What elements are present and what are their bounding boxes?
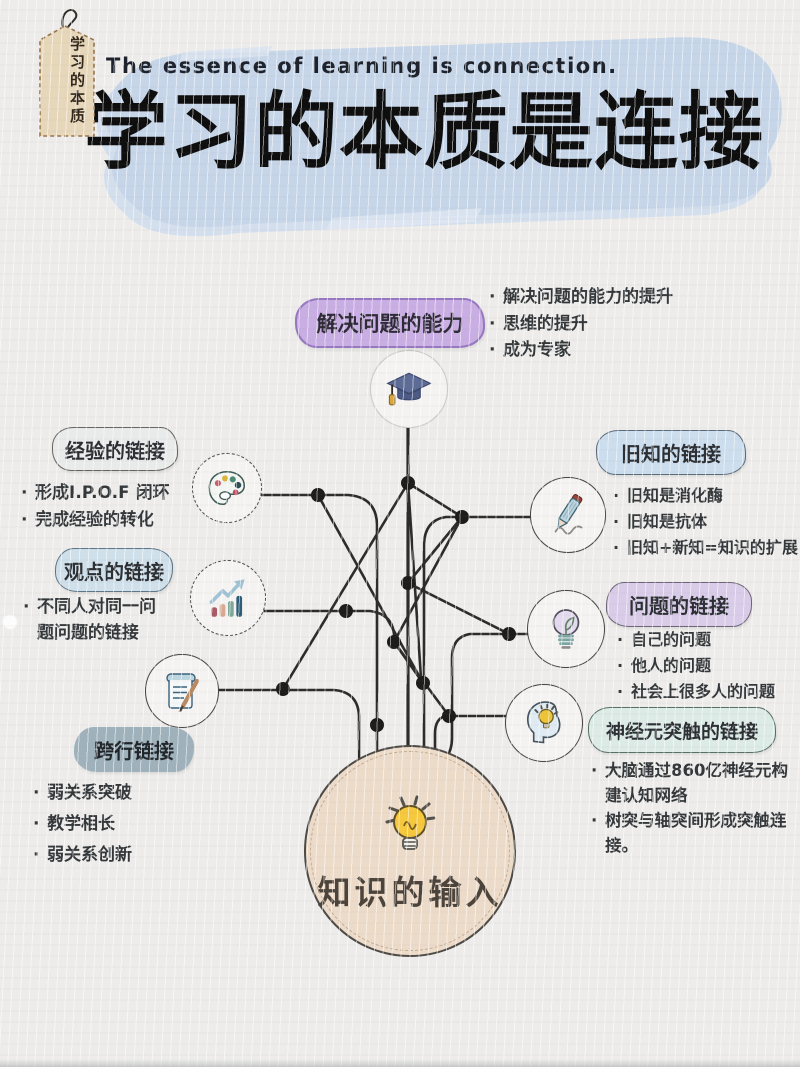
list-item: 社会上很多人的问题: [616, 679, 800, 705]
points-old-knowledge: 旧知是消化酶 旧知是抗体 旧知+新知=知识的扩展: [612, 483, 800, 561]
scroll-pen-circle: [145, 654, 219, 728]
badge-viewpoint-link: 观点的链接: [55, 548, 173, 592]
cross-link-line-6: [406, 515, 464, 585]
palette-icon: [208, 470, 246, 506]
cross-link-line-7: [392, 515, 464, 644]
head-bulb-icon: [526, 701, 561, 744]
cross-branch-line: [216, 688, 361, 760]
head-bulb-circle: [505, 684, 583, 762]
bookmark-tag: 学习的本质: [34, 2, 100, 140]
list-item: 完成经验的转化: [20, 507, 205, 534]
cross-link-line-2: [281, 481, 410, 691]
list-item: 不同人对同一问题问题的链接: [22, 594, 158, 646]
subtitle-english: The essence of learning is connection.: [106, 54, 618, 78]
lightbulb-icon: [552, 609, 580, 649]
badge-neuron-synapse-link: 神经元突触的链接: [588, 707, 776, 753]
graduation-cap-circle: [370, 350, 448, 428]
hub-label: 知识的输入: [317, 873, 503, 912]
bar-chart-circle: [190, 560, 266, 636]
list-item: 教学相长: [32, 809, 202, 840]
list-item: 树突与轴突间形成突触连接。: [590, 808, 795, 858]
badge-problem-solving: 解决问题的能力: [295, 298, 485, 348]
page-title: 学习的本质是连接: [84, 83, 765, 181]
pencil-circle: [530, 477, 606, 553]
badge-cross-industry-link: 跨行链接: [74, 727, 194, 772]
tag-label: 学习的本质: [68, 36, 86, 126]
list-item: 旧知+新知=知识的扩展: [612, 535, 800, 561]
list-item: 成为专家: [488, 337, 738, 364]
list-item: 旧知是消化酶: [612, 483, 800, 509]
badge-old-knowledge-link: 旧知的链接: [596, 430, 746, 475]
points-experience: 形成I.P.O.F 闭环 完成经验的转化: [20, 480, 205, 534]
points-neuron: 大脑通过860亿神经元构建认知网络 树突与轴突间形成突触连接。: [590, 758, 795, 858]
old-knowledge-branch-line: [422, 515, 533, 760]
points-cross-industry: 弱关系突破 教学相长 弱关系创新: [32, 778, 202, 871]
list-item: 他人的问题: [616, 653, 800, 679]
scroll-pen-icon: [166, 673, 200, 712]
lightbulb-circle: [527, 590, 605, 668]
cross-link-line-4: [406, 481, 464, 519]
tag-hook-icon: [61, 9, 78, 33]
knowledge-input-hub: 知识的输入: [304, 745, 516, 957]
junction-dots: [276, 476, 516, 732]
list-item: 旧知是抗体: [612, 509, 800, 535]
list-item: 大脑通过860亿神经元构建认知网络: [590, 758, 795, 808]
points-question: 自己的问题 他人的问题 社会上很多人的问题: [616, 627, 800, 705]
list-item: 解决问题的能力的提升: [488, 284, 738, 311]
points-viewpoint: 不同人对同一问题问题的链接: [22, 594, 158, 646]
list-item: 思维的提升: [488, 311, 738, 338]
badge-question-link: 问题的链接: [606, 582, 752, 627]
badge-experience-link: 经验的链接: [52, 427, 178, 471]
graduation-cap-icon: [386, 372, 432, 406]
cross-link-line-8: [406, 581, 511, 636]
list-item: 弱关系创新: [32, 840, 202, 871]
cross-link-line-3: [316, 493, 425, 685]
list-item: 自己的问题: [616, 627, 800, 653]
brush-stroke-background: [97, 37, 782, 237]
glowing-bulb-icon: [385, 795, 436, 850]
tag-shape: [39, 9, 95, 137]
list-item: 弱关系突破: [32, 778, 202, 809]
points-problem-solving: 解决问题的能力的提升 思维的提升 成为专家: [488, 284, 738, 364]
paper-speck: [2, 614, 18, 630]
experience-branch-line: [258, 493, 379, 760]
pencil-icon: [554, 494, 583, 535]
bar-chart-icon: [209, 579, 245, 617]
list-item: 形成I.P.O.F 闭环: [20, 480, 205, 507]
